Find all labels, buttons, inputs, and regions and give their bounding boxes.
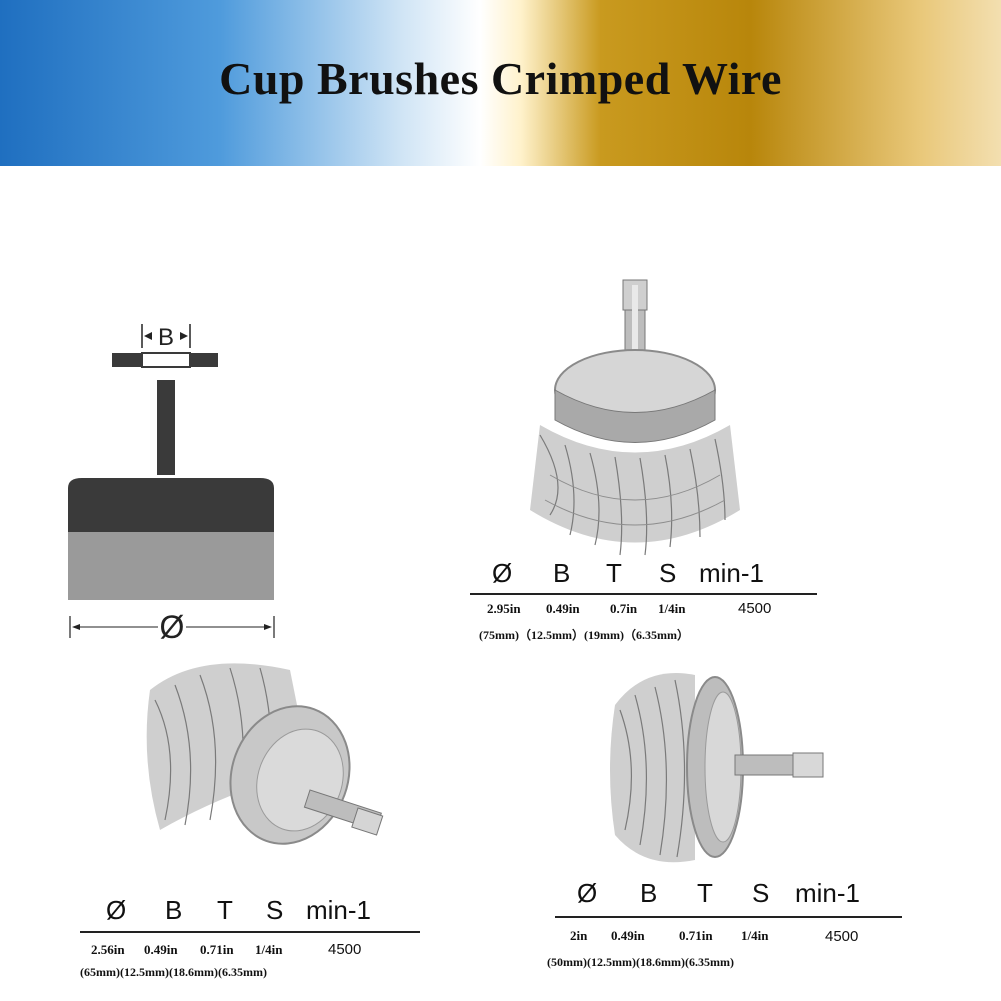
header-t: T [606, 558, 622, 588]
value-t: 0.7in [610, 601, 638, 616]
header-rpm: min-1 [699, 558, 765, 588]
header-t: T [697, 878, 713, 908]
value-s: 1/4in [255, 942, 283, 957]
value-metric: (65mm)(12.5mm)(18.6mm)(6.35mm) [80, 965, 267, 979]
header-s: S [266, 895, 284, 925]
value-b: 0.49in [611, 928, 645, 943]
header-rpm: min-1 [795, 878, 861, 908]
value-metric: (50mm)(12.5mm)(18.6mm)(6.35mm) [547, 955, 734, 969]
value-diameter: 2in [570, 928, 588, 943]
value-diameter: 2.95in [487, 601, 521, 616]
dimension-diagram: B T Ø [68, 324, 275, 645]
header-t: T [217, 895, 233, 925]
header-s: S [752, 878, 770, 908]
title-banner: Cup Brushes Crimped Wire [0, 0, 1001, 166]
value-t: 0.71in [679, 928, 713, 943]
value-b: 0.49in [546, 601, 580, 616]
header-b: B [640, 878, 658, 908]
value-rpm: 4500 [328, 941, 362, 958]
divider [470, 593, 817, 595]
header-s: S [659, 558, 677, 588]
header-rpm: min-1 [306, 895, 372, 925]
header-diameter: Ø [577, 878, 598, 908]
value-diameter: 2.56in [91, 942, 125, 957]
divider [555, 916, 902, 918]
header-b: B [553, 558, 571, 588]
brush-photo-medium [146, 663, 384, 845]
value-b: 0.49in [144, 942, 178, 957]
label-b: B [158, 324, 174, 351]
label-diameter: Ø [160, 609, 185, 645]
spec-table-small: Ø B T S min-1 2in 0.49in 0.71in 1/4in 45… [547, 878, 915, 978]
brush-photo-small [610, 673, 824, 863]
header-diameter: Ø [106, 895, 127, 925]
value-rpm: 4500 [738, 600, 772, 617]
brush-photo-large [530, 279, 740, 556]
value-metric: (75mm)（12.5mm）(19mm)（6.35mm） [479, 628, 689, 642]
header-b: B [165, 895, 183, 925]
divider [80, 931, 420, 933]
value-t: 0.71in [200, 942, 234, 957]
value-s: 1/4in [741, 928, 769, 943]
value-rpm: 4500 [825, 928, 859, 945]
page-title: Cup Brushes Crimped Wire [219, 53, 782, 104]
value-s: 1/4in [658, 601, 686, 616]
header-diameter: Ø [492, 558, 513, 588]
spec-table-medium: Ø B T S min-1 2.56in 0.49in 0.71in 1/4in… [80, 895, 440, 985]
spec-table-large: Ø B T S min-1 2.95in 0.49in 0.7in 1/4in … [470, 558, 830, 648]
